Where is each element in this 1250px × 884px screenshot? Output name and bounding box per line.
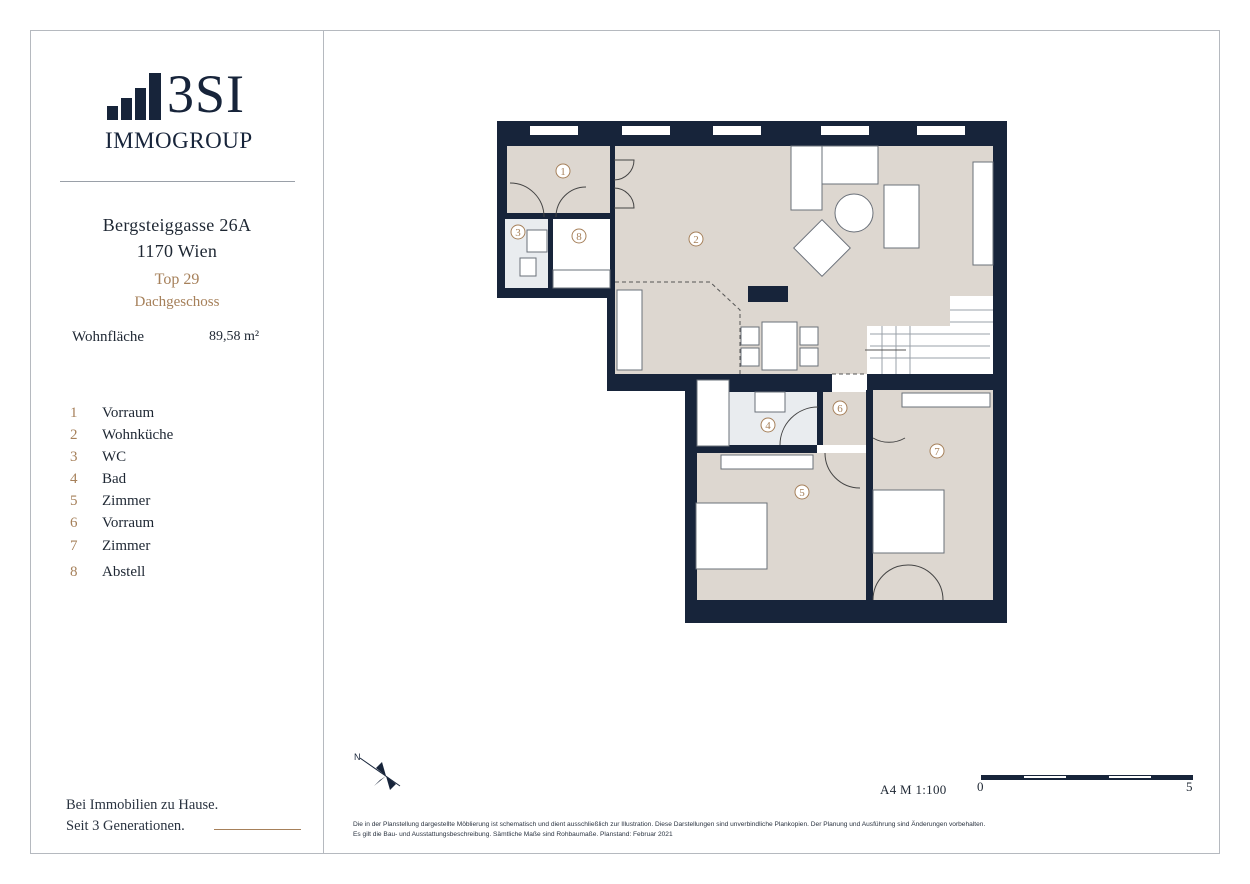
- furniture: [519, 145, 994, 570]
- legend-number: 3: [70, 449, 78, 465]
- column-divider: [323, 30, 324, 854]
- slogan-line-1: Bei Immobilien zu Hause.: [66, 797, 219, 813]
- scale-text: A4 M 1:100: [880, 782, 947, 797]
- brand-logo: 3SI IMMOGROUP: [105, 64, 265, 160]
- legend-item: 4 Bad: [70, 471, 290, 491]
- area-value: 89,58 m²: [209, 329, 260, 344]
- legend-label: Zimmer: [102, 538, 151, 554]
- unit-floor: Dachgeschoss: [134, 294, 220, 310]
- doors: [509, 159, 944, 601]
- legend-label: Bad: [102, 471, 127, 487]
- area-label: Wohnfläche: [72, 329, 145, 345]
- logo-bars-icon: [107, 73, 161, 120]
- scale-start: 0: [977, 779, 984, 794]
- address-street: Bergsteiggasse 26A: [102, 215, 252, 235]
- compass-icon: N: [354, 752, 401, 790]
- legend-item: 3 WC: [70, 449, 290, 469]
- disclaimer-text: Die in der Planstellung dargestellte Möb…: [353, 821, 986, 838]
- legend-label: Zimmer: [102, 493, 151, 509]
- scale-bar: [981, 775, 1193, 780]
- unit-number: Top 29: [154, 271, 200, 288]
- legend-item: 8 Abstell: [70, 564, 290, 584]
- legend-label: Vorraum: [102, 515, 155, 531]
- scale-end: 5: [1186, 779, 1193, 794]
- legend-label: Abstell: [102, 564, 146, 580]
- svg-text:3: 3: [515, 227, 521, 239]
- svg-text:5: 5: [799, 487, 805, 499]
- legend-label: Vorraum: [102, 405, 155, 421]
- staircase: [865, 296, 993, 374]
- header-rule: [60, 181, 295, 182]
- room-markers: 1 2 3 4 5 6 7 8: [510, 163, 945, 500]
- brand-name: 3SI: [167, 64, 246, 124]
- legend-item: 1 Vorraum: [70, 405, 290, 425]
- legend-label: WC: [102, 449, 127, 465]
- legend-number: 2: [70, 427, 78, 443]
- legend-number: 4: [70, 471, 78, 487]
- address-city: 1170 Wien: [136, 241, 218, 261]
- legend-number: 7: [70, 538, 78, 554]
- slogan-line-2: Seit 3 Generationen.: [66, 818, 185, 834]
- legend-number: 8: [70, 564, 78, 580]
- svg-text:6: 6: [837, 403, 843, 415]
- svg-text:2: 2: [693, 234, 699, 246]
- legend-item: 2 Wohnküche: [70, 427, 290, 447]
- brand-subtitle: IMMOGROUP: [105, 128, 253, 153]
- svg-text:7: 7: [934, 446, 940, 458]
- walls: [497, 121, 1007, 623]
- windows: [530, 126, 965, 135]
- svg-text:1: 1: [560, 166, 566, 178]
- slogan-underline: [214, 829, 301, 830]
- legend-item: 7 Zimmer: [70, 538, 290, 558]
- legend-number: 1: [70, 405, 78, 421]
- dashed-lines: [615, 281, 867, 375]
- svg-text:8: 8: [576, 231, 582, 243]
- legend-label: Wohnküche: [102, 427, 174, 443]
- legend-number: 5: [70, 493, 78, 509]
- legend-item: 6 Vorraum: [70, 515, 290, 535]
- legend-item: 5 Zimmer: [70, 493, 290, 513]
- legend-number: 6: [70, 515, 78, 531]
- svg-text:4: 4: [765, 420, 771, 432]
- compass-label: N: [354, 752, 361, 762]
- floor-plan: 1 2 3 4 5 6 7 8: [497, 121, 1007, 623]
- page-frame: [30, 30, 1220, 854]
